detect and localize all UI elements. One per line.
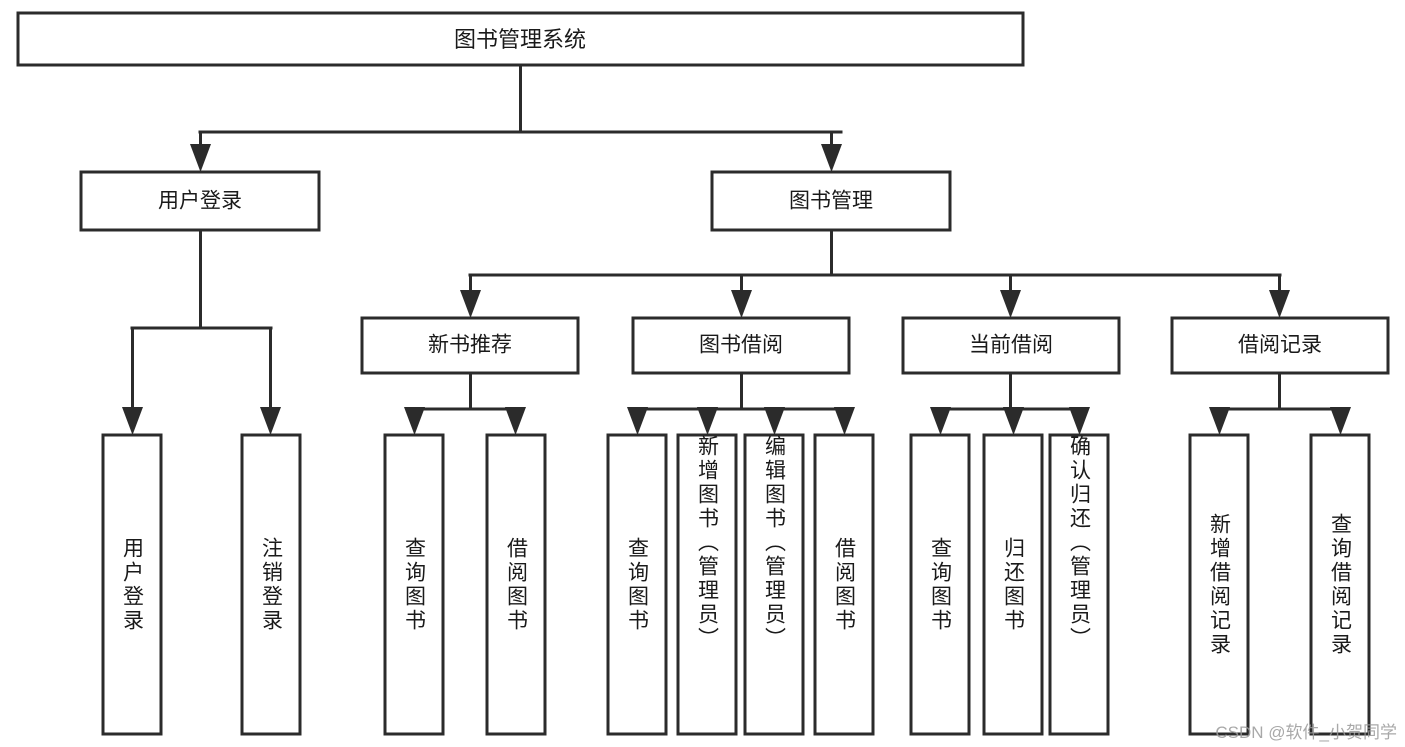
node-book-management[interactable]: 图书管理 [710, 170, 952, 232]
leaf-rect-add-borrow-record[interactable] [1188, 433, 1250, 736]
node-book-borrow-label: 图书借阅 [699, 334, 783, 357]
arrowhead-login-l1 [122, 407, 143, 435]
node-root-label: 图书管理系统 [454, 27, 586, 52]
watermark: CSDN @软件_小贺同学 [1215, 723, 1397, 742]
connector-group-user-login [122, 228, 281, 435]
node-root[interactable]: 图书管理系统 [16, 11, 1025, 67]
connector-group-root [190, 63, 843, 172]
node-new-book-recommend[interactable]: 新书推荐 [360, 316, 580, 375]
arrowhead-borrow-l3 [764, 407, 785, 435]
node-new-book-recommend-label: 新书推荐 [428, 334, 512, 357]
arrowhead-bookmgmt-c1 [460, 290, 481, 318]
node-current-borrow-rect [901, 316, 1121, 375]
node-new-book-recommend-rect [360, 316, 580, 375]
arrowhead-root-to-login [190, 144, 211, 172]
arrowhead-current-l3 [1069, 407, 1090, 435]
arrowhead-login-l2 [260, 407, 281, 435]
leaf-rect-edit-book-admin[interactable] [743, 433, 805, 736]
leaf-rect-confirm-return-admin[interactable] [1048, 433, 1110, 736]
arrowhead-borrow-l4 [834, 407, 855, 435]
node-book-borrow-rect [631, 316, 851, 375]
arrowhead-borrow-l1 [627, 407, 648, 435]
leaf-rect-logout[interactable] [240, 433, 302, 736]
leaf-rect-add-book-admin[interactable] [676, 433, 738, 736]
node-root-rect [16, 11, 1025, 67]
connector-group-book-borrow [627, 371, 855, 435]
node-borrow-records-rect [1170, 316, 1390, 375]
arrowhead-root-to-books [821, 144, 842, 172]
node-borrow-records[interactable]: 借阅记录 [1170, 316, 1390, 375]
arrowhead-current-l2 [1003, 407, 1024, 435]
node-user-login[interactable]: 用户登录 [79, 170, 321, 232]
arrowhead-newbooks-l1 [404, 407, 425, 435]
leaf-rect-borrow-book[interactable] [813, 433, 875, 736]
node-current-borrow[interactable]: 当前借阅 [901, 316, 1121, 375]
arrowhead-bookmgmt-c4 [1269, 290, 1290, 318]
leaf-rect-query-books-current[interactable] [909, 433, 971, 736]
node-user-login-rect [79, 170, 321, 232]
arrowhead-borrow-l2 [697, 407, 718, 435]
node-book-management-rect [710, 170, 952, 232]
connector-group-book-mgmt [460, 228, 1290, 318]
leaf-rect-group [101, 433, 1371, 736]
node-current-borrow-label: 当前借阅 [969, 334, 1053, 357]
connector-group-current-borrow [930, 371, 1090, 435]
arrowhead-records-l2 [1330, 407, 1351, 435]
leaf-rect-query-borrow-record[interactable] [1309, 433, 1371, 736]
arrowhead-bookmgmt-c3 [1000, 290, 1021, 318]
leaf-rect-query-books-new[interactable] [383, 433, 445, 736]
node-book-borrow[interactable]: 图书借阅 [631, 316, 851, 375]
arrowhead-bookmgmt-c2 [731, 290, 752, 318]
node-user-login-label: 用户登录 [158, 190, 242, 213]
connector-group-borrow-records [1209, 371, 1351, 435]
arrowhead-newbooks-l2 [505, 407, 526, 435]
arrowhead-current-l1 [930, 407, 951, 435]
node-borrow-records-label: 借阅记录 [1238, 334, 1322, 357]
leaf-rect-borrow-books-new[interactable] [485, 433, 547, 736]
node-book-management-label: 图书管理 [789, 190, 873, 213]
arrowhead-records-l1 [1209, 407, 1230, 435]
leaf-rect-return-book[interactable] [982, 433, 1044, 736]
connector-group-new-books [404, 371, 526, 435]
leaf-rect-query-books-borrow[interactable] [606, 433, 668, 736]
leaf-rect-user-login[interactable] [101, 433, 163, 736]
